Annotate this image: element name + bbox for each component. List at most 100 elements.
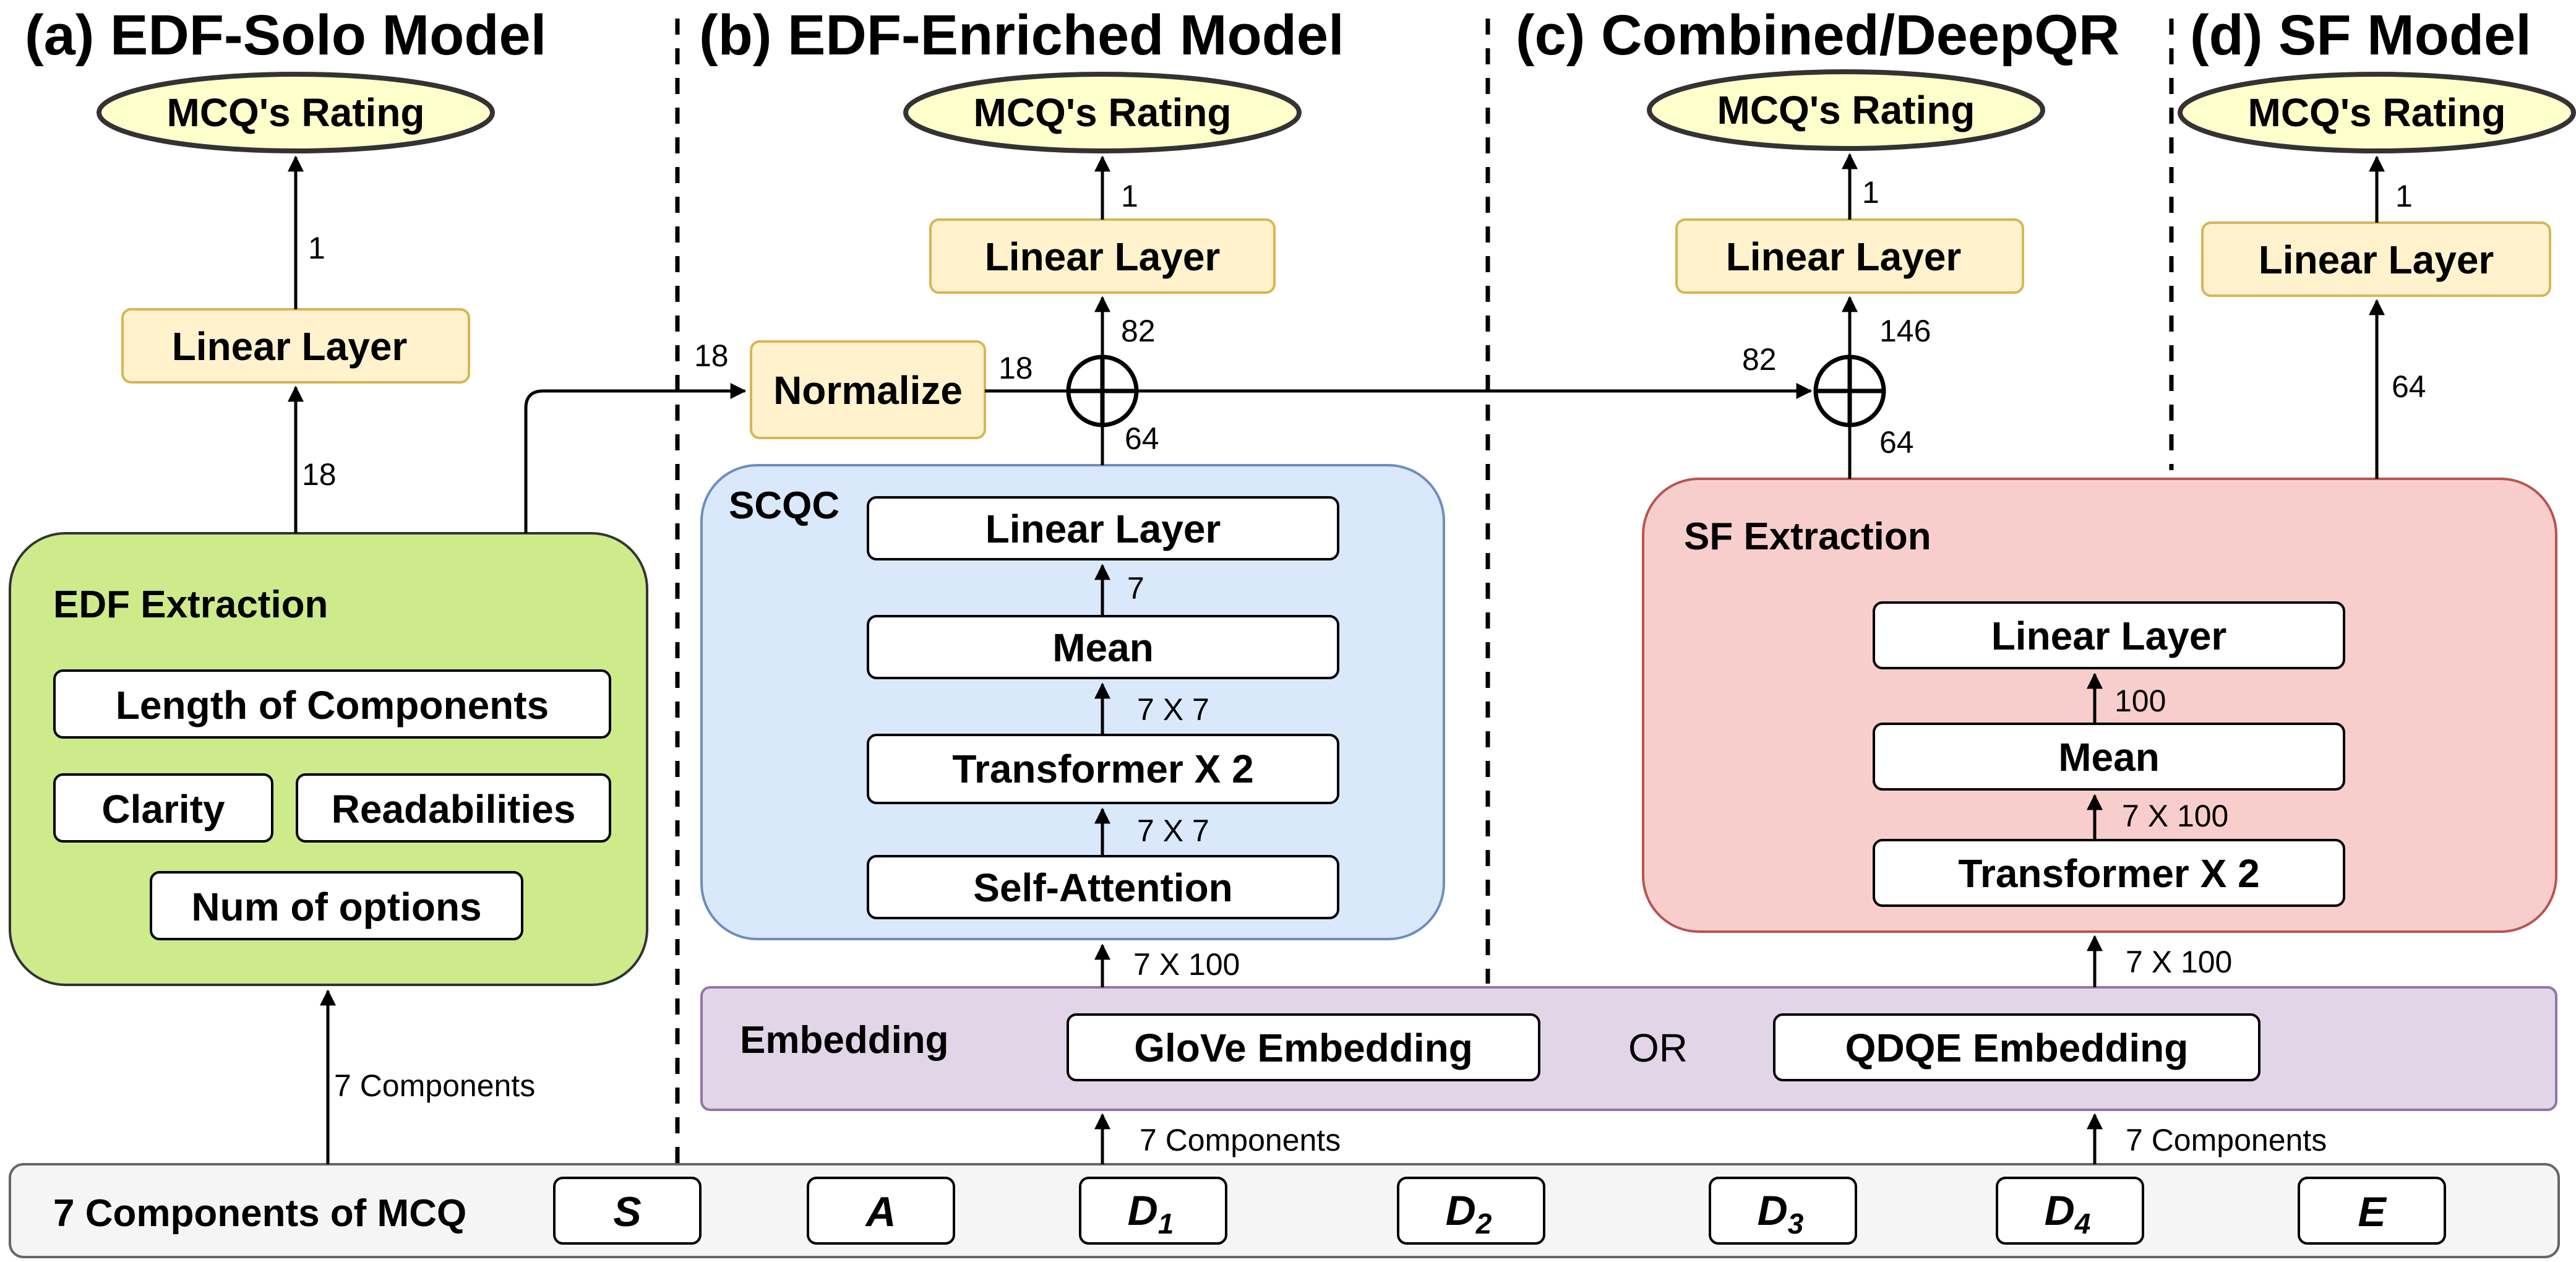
linear-layer-d-label: Linear Layer [2259,238,2494,282]
edf-panel-title: EDF Extraction [53,583,328,626]
component-a-label: A [864,1188,896,1235]
component-d3-label: D3 [1758,1187,1804,1240]
sf-extraction-panel: SF Extraction Linear Layer Mean Transfor… [1642,478,2557,933]
dim-normalize-out: 18 [998,351,1033,385]
dim-b-scqc-out: 64 [1125,421,1159,456]
component-d4-label: D4 [2045,1187,2091,1240]
title-combined-deepqr: (c) Combined/DeepQR [1516,4,2119,67]
edf-readabilities-label: Readabilities [332,787,576,831]
rating-ellipse-a [97,72,495,153]
embedding-panel-title: Embedding [740,1019,949,1062]
flow-arrows [288,153,2385,1164]
sf-linear-label: Linear Layer [1991,614,2227,658]
qdqe-embedding-label: QDQE Embedding [1845,1026,2189,1070]
sf-panel-bg [1642,478,2557,933]
component-d1-letter: D [1128,1187,1158,1234]
title-edf-enriched: (b) EDF-Enriched Model [699,4,1344,67]
qdqe-embedding-box [1773,1013,2260,1081]
component-d2-subscript: 2 [1475,1208,1492,1240]
scqc-transformer-label: Transformer X 2 [952,747,1253,791]
component-d1-subscript: 1 [1158,1208,1174,1240]
rating-ellipse-d [2178,72,2576,153]
dim-d-components: 7 Components [2126,1123,2327,1157]
dim-scqc-attention-out: 7 X 7 [1137,813,1209,848]
edf-readabilities-box [296,773,611,843]
edf-clarity-label: Clarity [101,787,225,831]
dim-a-rating: 1 [308,231,325,265]
scqc-panel-title: SCQC [729,484,839,527]
dim-b-embedding-out: 7 X 100 [1133,947,1240,982]
linear-layer-c-label: Linear Layer [1726,234,1962,279]
component-s-label: S [613,1188,641,1235]
dim-c-sf-out: 64 [1879,425,1914,460]
section-dividers [675,19,2174,1163]
scqc-linear-label: Linear Layer [985,507,1221,551]
component-e-label: E [2358,1188,2387,1235]
title-sf-model: (d) SF Model [2190,4,2531,67]
dim-a-components: 7 Components [334,1068,535,1103]
component-s-box [553,1177,702,1245]
scqc-panel-bg [700,464,1445,940]
component-d3-letter: D [1758,1187,1788,1234]
edf-extraction-panel: EDF Extraction Length of Components Clar… [9,532,648,986]
rating-label-d: MCQ's Rating [2248,90,2506,135]
scqc-linear-box [867,496,1339,560]
sf-panel-title: SF Extraction [1684,515,1931,558]
scqc-self-attention-label: Self-Attention [973,865,1233,910]
dim-scqc-transformer-out: 7 X 7 [1137,692,1209,727]
mcq-components-bar: 7 Components of MCQ S A D1 D2 D3 D4 E [9,1163,2560,1258]
dim-normalize-in: 18 [694,338,729,373]
rating-ellipse-b [903,72,1302,153]
edf-length-label: Length of Components [116,683,549,728]
scqc-mean-label: Mean [1052,625,1154,670]
rating-outputs: MCQ's Rating MCQ's Rating MCQ's Rating M… [97,69,2576,153]
dim-b-rating: 1 [1121,179,1138,213]
component-d2-box [1397,1177,1545,1245]
dim-c-rating: 1 [1862,175,1879,210]
component-d1-box [1079,1177,1227,1245]
top-linear-layers: Linear Layer Linear Layer Linear Layer L… [121,218,2551,384]
component-d2-label: D2 [1446,1187,1492,1240]
component-d1-label: D1 [1128,1187,1174,1240]
component-d2-letter: D [1446,1187,1476,1234]
glove-embedding-box [1067,1013,1540,1081]
embedding-or-text: OR [1628,1026,1688,1070]
dim-c-concat-out: 146 [1879,314,1931,348]
concat-symbol-b [1066,354,1139,427]
sf-mean-box [1873,723,2345,791]
edf-length-box [53,669,611,739]
rating-label-b: MCQ's Rating [974,90,1232,135]
dim-sf-transformer-out: 7 X 100 [2122,799,2228,833]
concat-symbol-c [1813,354,1886,427]
scqc-panel: SCQC Linear Layer Mean Transformer X 2 S… [700,464,1445,940]
dim-c-concat-in: 82 [1742,342,1777,377]
dim-d-rating: 1 [2395,179,2413,213]
glove-embedding-label: GloVe Embedding [1134,1026,1473,1070]
components-bar-title: 7 Components of MCQ [53,1192,466,1235]
dim-b-components: 7 Components [1140,1123,1341,1157]
rating-label-a: MCQ's Rating [167,90,425,135]
sf-linear-box [1873,601,2345,669]
embedding-panel: Embedding GloVe Embedding OR QDQE Embedd… [700,986,2557,1111]
linear-layer-b-label: Linear Layer [985,234,1221,279]
component-d3-box [1709,1177,1857,1245]
sf-mean-label: Mean [2058,735,2160,779]
component-d4-subscript: 4 [2074,1208,2091,1240]
dimension-labels: 1 18 7 Components 18 18 82 1 64 7 7 X 7 … [302,175,2426,1157]
dim-d-sf-out: 64 [2392,369,2426,404]
dim-a-edf-out: 18 [302,457,337,492]
dim-d-embedding-out: 7 X 100 [2126,945,2232,979]
sf-transformer-box [1873,839,2345,907]
normalize-label: Normalize [773,368,963,413]
sf-transformer-label: Transformer X 2 [1958,851,2259,896]
edf-clarity-box [53,773,273,843]
linear-layer-a-label: Linear Layer [172,324,408,369]
title-edf-solo: (a) EDF-Solo Model [25,4,546,67]
rating-label-c: MCQ's Rating [1717,88,1975,132]
rating-ellipse-c [1647,69,2045,151]
edf-num-options-box [150,871,523,940]
component-d4-box [1996,1177,2144,1245]
component-a-box [807,1177,955,1245]
component-d3-subscript: 3 [1788,1208,1804,1240]
